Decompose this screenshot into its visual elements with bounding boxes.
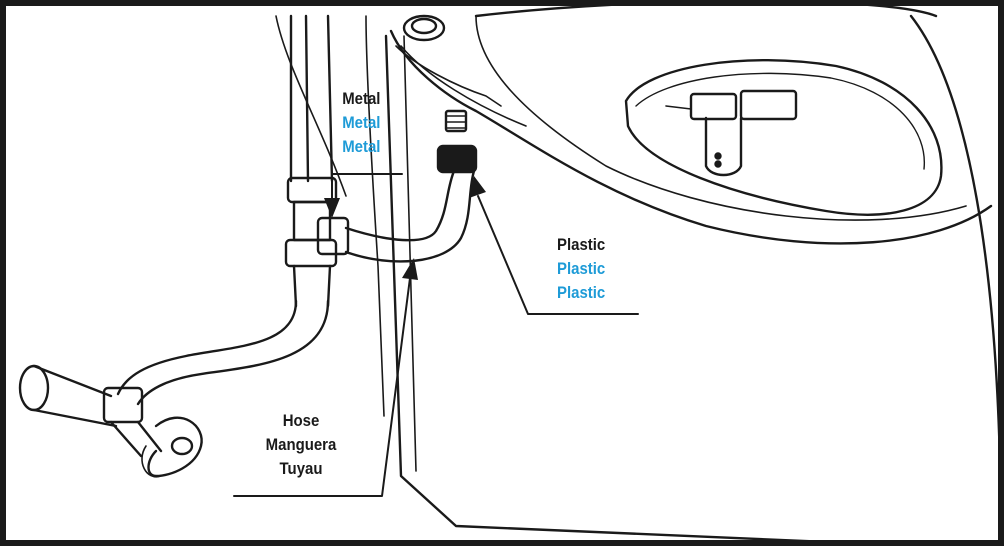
plastic-label-fr: Plastic — [557, 283, 606, 302]
hose-label-fr: Tuyau — [279, 459, 323, 478]
metal-label-en: Metal — [341, 89, 380, 108]
plastic-label-es: Plastic — [557, 259, 606, 278]
plastic-label-en: Plastic — [557, 235, 606, 254]
metal-leader — [324, 173, 403, 218]
toilet-hose-illustration — [18, 6, 998, 540]
control-cap — [395, 14, 502, 107]
toilet-body — [384, 6, 998, 540]
wall-pipe — [275, 14, 385, 417]
seat-opening — [624, 59, 943, 216]
toilet-seat — [389, 15, 993, 245]
shutoff-valve — [18, 364, 203, 478]
hose-leader — [233, 258, 418, 497]
hose-label-en: Hose — [282, 411, 320, 430]
plastic-inlet — [436, 109, 478, 174]
plastic-leader — [469, 176, 639, 315]
hose-label-es: Manguera — [265, 435, 337, 454]
metal-label-es: Metal — [341, 113, 380, 132]
metal-label-fr: Metal — [341, 137, 380, 156]
supply-line — [116, 299, 330, 406]
bidet-nozzle — [665, 89, 798, 177]
tee-fitting — [284, 176, 350, 308]
